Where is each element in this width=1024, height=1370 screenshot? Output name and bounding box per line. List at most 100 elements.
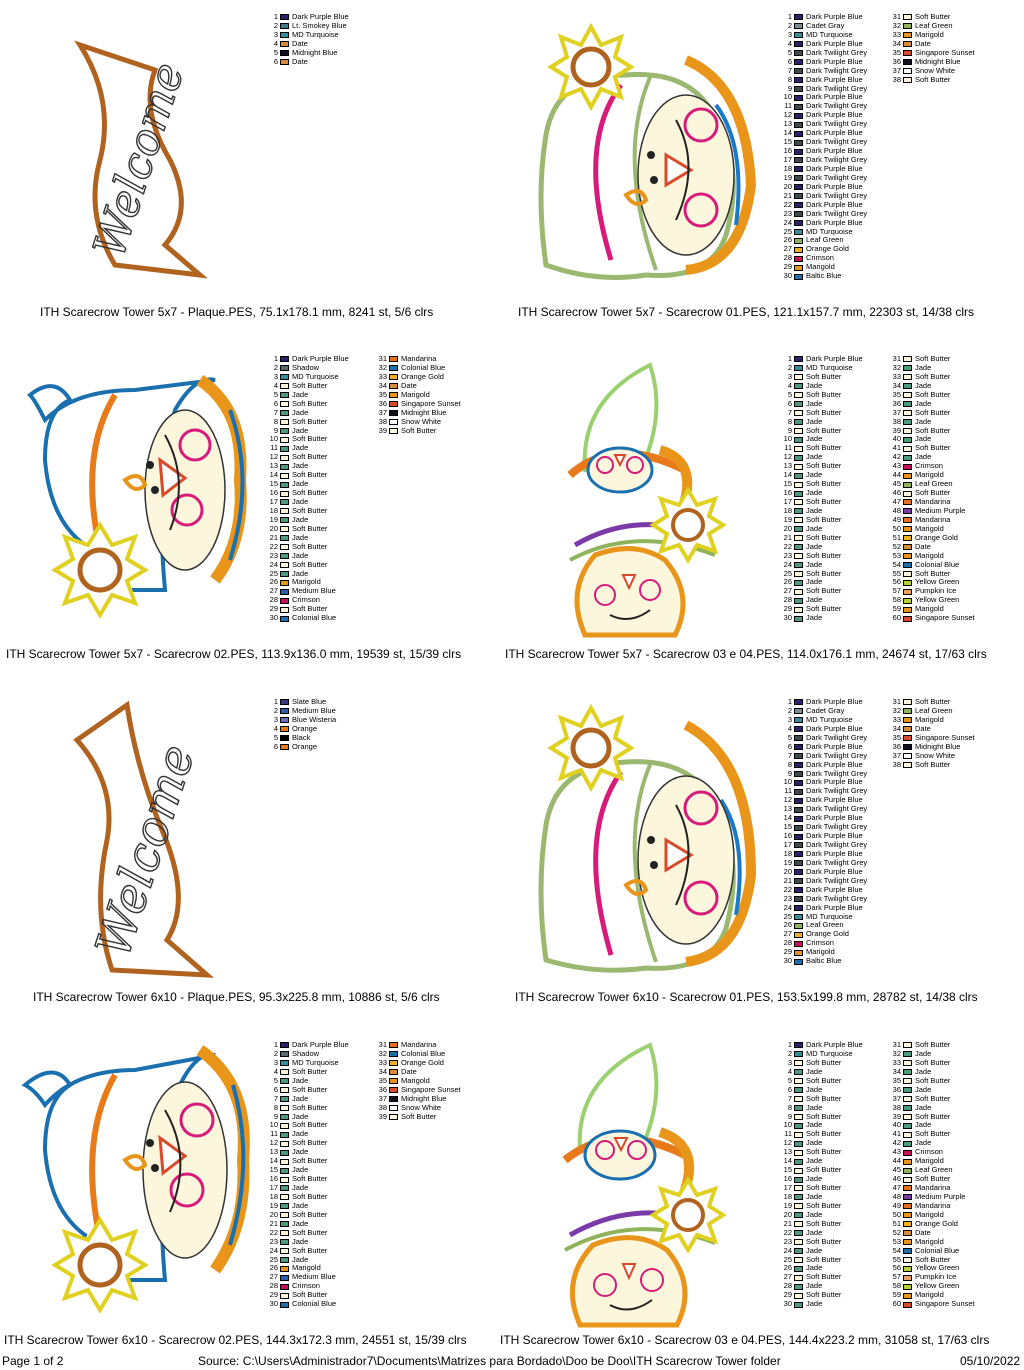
color-swatch bbox=[903, 1087, 912, 1094]
color-swatch bbox=[794, 726, 803, 733]
design-caption: ITH Scarecrow Tower 5x7 - Scarecrow 03 e… bbox=[505, 647, 987, 661]
palette-entry-number: 23 bbox=[269, 1236, 278, 1246]
palette-entry-name: Jade bbox=[292, 1093, 309, 1103]
palette-entry-name: Jade bbox=[806, 577, 823, 587]
palette-entry-number: 9 bbox=[787, 768, 792, 778]
palette-entry-name: Singapore Sunset bbox=[915, 47, 975, 57]
palette-entry-number: 45 bbox=[892, 479, 901, 489]
palette-entry-number: 51 bbox=[892, 1218, 901, 1228]
palette-entry-name: Marigold bbox=[292, 1263, 321, 1273]
palette-entry-number: 21 bbox=[783, 1218, 792, 1228]
color-swatch bbox=[794, 1274, 803, 1281]
palette-entry-number: 14 bbox=[783, 813, 792, 823]
palette-entry-name: Jade bbox=[292, 1147, 309, 1157]
palette-entry-number: 20 bbox=[783, 866, 792, 876]
color-swatch bbox=[903, 59, 912, 66]
palette-entry-number: 32 bbox=[892, 705, 901, 715]
color-swatch bbox=[794, 1221, 803, 1228]
palette-entry-number: 22 bbox=[269, 1227, 278, 1237]
palette-entry-name: Dark Twilight Grey bbox=[806, 65, 868, 75]
palette-entry-name: Dark Purple Blue bbox=[806, 777, 863, 787]
color-swatch bbox=[389, 1051, 398, 1058]
palette-entry-name: Jade bbox=[915, 1066, 932, 1076]
palette-entry-name: Yellow Green bbox=[915, 1263, 960, 1273]
palette-entry-name: Jade bbox=[915, 452, 932, 462]
palette-entry-name: Jade bbox=[806, 1227, 823, 1237]
palette-entry-name: Dark Purple Blue bbox=[806, 199, 863, 209]
palette-entry-name: Soft Butter bbox=[915, 697, 951, 706]
palette-entry-number: 15 bbox=[269, 1165, 278, 1175]
palette-entry-number: 21 bbox=[269, 532, 278, 542]
palette-entry-number: 2 bbox=[273, 1048, 278, 1058]
color-swatch bbox=[903, 481, 912, 488]
color-swatch bbox=[903, 32, 912, 39]
palette-entry-name: Singapore Sunset bbox=[915, 732, 975, 742]
color-swatch bbox=[280, 365, 289, 372]
palette-entry-number: 4 bbox=[787, 723, 792, 733]
scarecrow02-artwork bbox=[27, 375, 247, 619]
color-swatch bbox=[794, 797, 803, 804]
palette-entry-number: 16 bbox=[269, 1174, 278, 1184]
palette-entry-number: 10 bbox=[783, 92, 792, 102]
color-swatch bbox=[794, 1158, 803, 1165]
color-swatch bbox=[280, 1096, 289, 1103]
color-swatch bbox=[280, 50, 289, 57]
palette-entry-name: Marigold bbox=[915, 1290, 944, 1300]
palette-entry-name: Date bbox=[915, 1227, 931, 1237]
palette-entry-number: 33 bbox=[378, 1057, 387, 1067]
palette-entry-name: Soft Butter bbox=[292, 1120, 328, 1130]
color-swatch bbox=[280, 544, 289, 551]
palette-entry-name: Yellow Green bbox=[915, 595, 960, 605]
color-swatch bbox=[903, 762, 912, 769]
palette-entry-number: 20 bbox=[783, 181, 792, 191]
color-swatch bbox=[903, 708, 912, 715]
color-swatch bbox=[794, 770, 803, 777]
color-swatch bbox=[903, 1042, 912, 1049]
color-swatch bbox=[903, 1140, 912, 1147]
palette-entry-name: Soft Butter bbox=[292, 452, 328, 462]
palette-entry-number: 31 bbox=[378, 354, 387, 363]
palette-entry-name: Dark Purple Blue bbox=[806, 795, 863, 805]
palette-entry-name: Jade bbox=[806, 488, 823, 498]
color-swatch bbox=[794, 246, 803, 253]
color-swatch bbox=[280, 472, 289, 479]
palette-entry-name: Soft Butter bbox=[915, 1111, 951, 1121]
palette-entry-name: Soft Butter bbox=[915, 1254, 951, 1264]
color-swatch bbox=[389, 392, 398, 399]
palette-entry-name: Dark Purple Blue bbox=[806, 74, 863, 84]
palette-entry-name: Jade bbox=[806, 416, 823, 426]
palette-entry-number: 6 bbox=[787, 741, 792, 751]
palette-entry-number: 12 bbox=[783, 1138, 792, 1148]
color-swatch bbox=[280, 427, 289, 434]
color-swatch bbox=[794, 220, 803, 227]
palette-entry-name: Jade bbox=[915, 434, 932, 444]
